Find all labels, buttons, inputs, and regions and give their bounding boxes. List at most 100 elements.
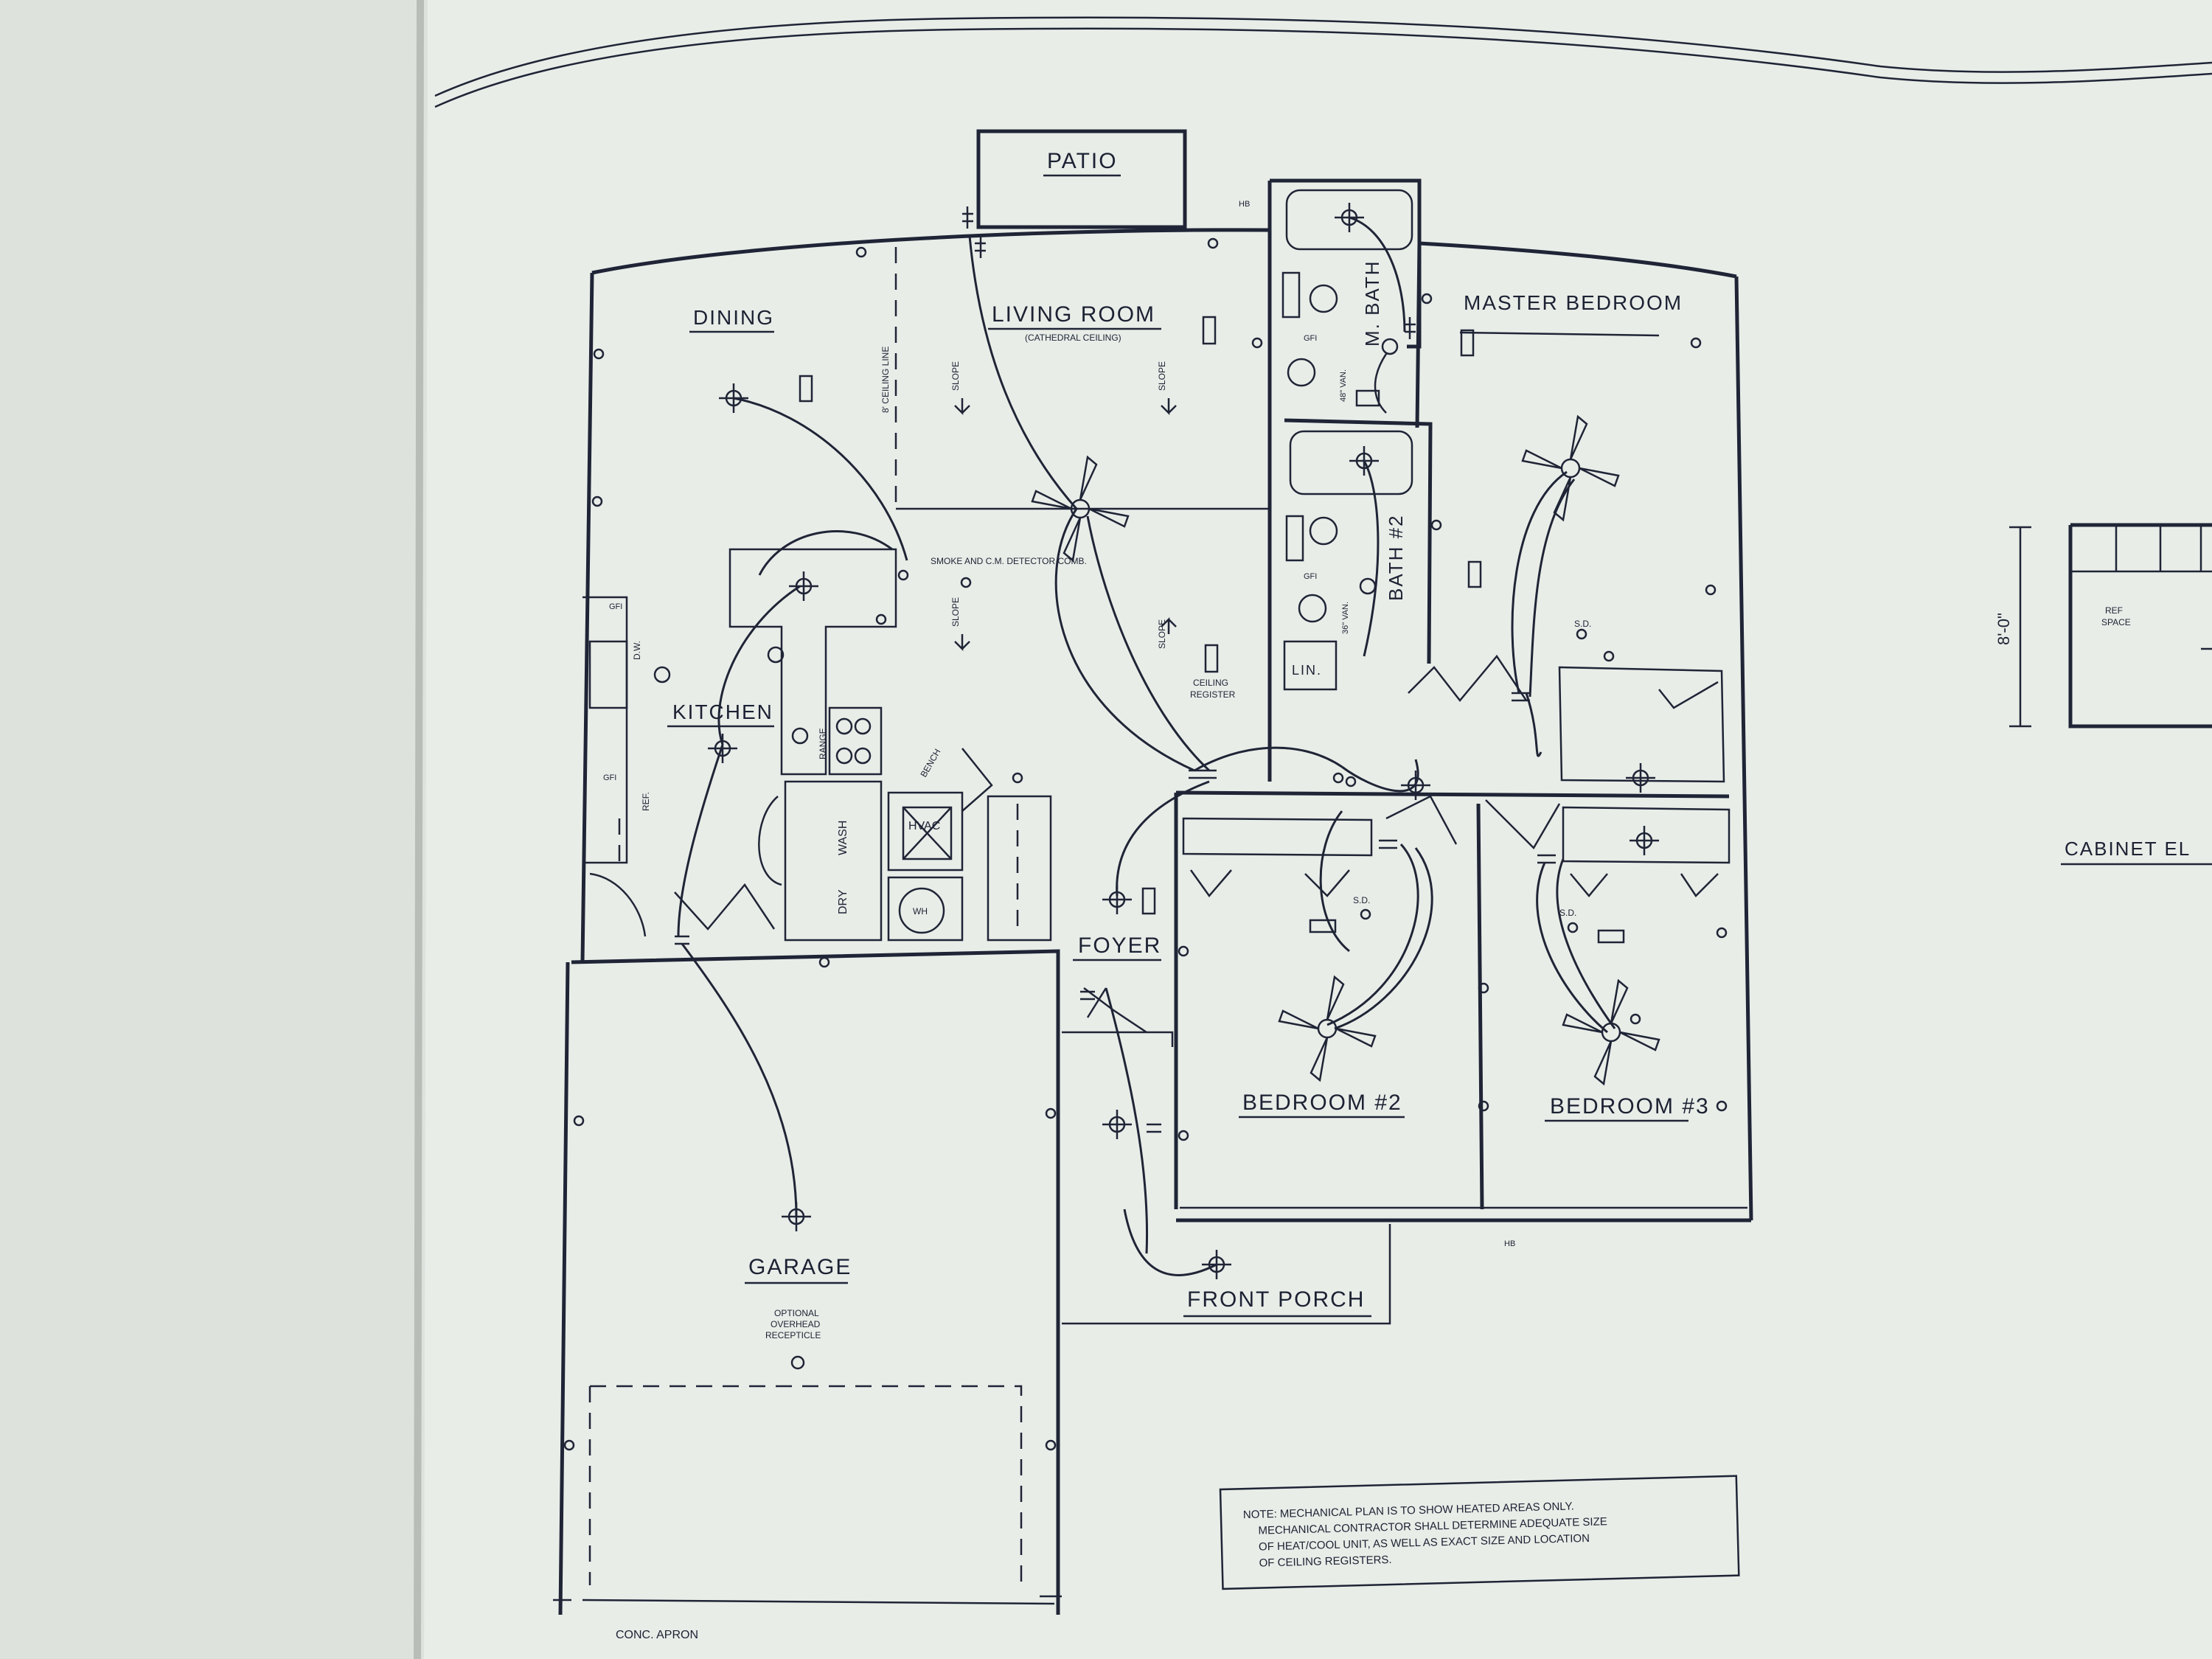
note-line-4: OF CEILING REGISTERS. [1259,1554,1391,1570]
dimension-line [2009,526,2031,728]
kitchen-sink [588,640,628,709]
closet-b3-doors [1570,873,1719,897]
wh-closet [887,876,964,942]
slope-arrow-icon [1161,616,1177,634]
light-fixture-icon [708,734,737,763]
page-gutter [414,0,424,1659]
right-page [424,0,2212,1659]
top-wall-right [1419,241,1737,279]
wire-mbath [1349,216,1406,333]
range-label: RANGE [818,728,828,759]
hb-label: HB [1239,200,1250,209]
light-fixture-icon [1202,1250,1231,1279]
smoke-detector-label: SMOKE AND C.M. DETECTOR COMB. [931,556,1087,566]
wire-island [758,529,893,576]
marker-b-icon [1359,577,1377,595]
sd-label: S.D. [1353,895,1370,905]
sheet-border-top-inner [434,27,2212,108]
ceiling-line-label: 8' CEILING LINE [880,347,891,413]
garage-hatch [553,1595,1062,1601]
switch-icons [675,206,1556,1133]
wire-hall-bed [1341,759,1419,793]
room-label-master-bedroom: MASTER BEDROOM [1464,291,1683,314]
laundry-room [784,780,883,942]
living-room-note: (CATHEDRAL CEILING) [1025,333,1121,343]
ceiling-register-label: CEILING [1193,678,1228,688]
cabinet-outline [2068,523,2212,728]
toilet-icon [1285,515,1304,562]
room-labels: PATIO DINING LIVING ROOM (CATHEDRAL CEIL… [667,149,1708,1318]
kitchen-counter [582,596,628,864]
bath2-wall [1284,418,1433,664]
patio-outline [976,129,1187,229]
outlet-icons [563,237,1728,1451]
gfi-label: GFI [609,602,622,611]
ref-label: REF. [641,792,651,811]
sink-icon [1309,516,1338,546]
sink-icon [1287,358,1316,387]
slope-label: SLOPE [950,361,961,391]
wire-porch-light [1123,1208,1217,1276]
room-label-garage: GARAGE [748,1255,852,1279]
porch-outline [1062,1224,1391,1325]
left-wall-upper [580,272,594,963]
ceiling-register-label-2: REGISTER [1190,689,1236,700]
hb-label: HB [1504,1239,1515,1248]
register-icon [1460,329,1475,357]
wire-foyer [1319,810,1350,953]
light-fixture-icon [719,383,748,413]
room-label-master-bath: M. BATH [1361,260,1383,347]
light-fixture-icon [1102,1110,1132,1139]
sd-label: S.D. [1574,619,1591,629]
closet-mbed-doors [1658,681,1719,709]
wiring [677,216,1616,1276]
fixtures [563,203,1728,1451]
wire-mbed-fan-2 [1528,479,1576,698]
kitchen-island [728,548,897,776]
walls [553,129,1753,1615]
smoke-detector-icon [1360,908,1371,920]
ref-space-label-2: SPACE [2101,617,2131,627]
room-label-dining: DINING [693,306,774,329]
light-fixture-icon [1626,763,1655,793]
register-icon [1355,389,1380,407]
wire-patio-fan [968,235,1078,509]
room-label-kitchen: KITCHEN [672,700,773,723]
water-heater-icon [898,887,945,934]
sheet-border-top [434,16,2212,97]
burner-icon [835,717,853,735]
gfi-label: GFI [603,773,616,782]
coat-door [961,748,993,812]
slope-arrow-icon [954,634,970,652]
burner-icon [854,717,872,735]
conc-apron-label: CONC. APRON [616,1629,698,1641]
wire-garage [681,943,798,1217]
register-icon [1202,316,1217,345]
garage-wall [571,949,1060,1615]
burner-icon [854,747,872,765]
hvac-closet [887,791,964,872]
ref-space-label: REF [2105,605,2123,616]
sink-icon [1298,594,1327,623]
hvac-unit-box [902,806,953,860]
wire-b2-fan [1326,843,1419,1026]
foyer-door [1083,987,1147,1034]
ceiling-fan-icon [1521,414,1620,522]
wire-b3-fan-2 [1556,858,1616,1029]
hvac-label: HVAC [908,820,940,832]
smoke-detector-icon [1567,922,1579,933]
light-fixture-icon [1349,446,1379,476]
slope-label: SLOPE [1157,619,1167,649]
slope-label: SLOPE [950,597,961,627]
wire-fan-hall-2 [1086,515,1211,772]
mbath-door [1374,353,1388,414]
marker-b-icon [767,646,785,664]
smoke-detector-icon [1576,628,1587,640]
wire-dining [733,397,908,561]
wire-foyer-light [1116,780,1210,897]
slope-label: SLOPE [1157,361,1167,391]
closet-mbed [1558,666,1725,783]
cabinet-elevation: 8'-0" REF SPACE CABINET EL [1994,523,2212,866]
wire-b2-fan-2 [1334,847,1433,1030]
overhead-receptacle-icon [790,1355,805,1370]
